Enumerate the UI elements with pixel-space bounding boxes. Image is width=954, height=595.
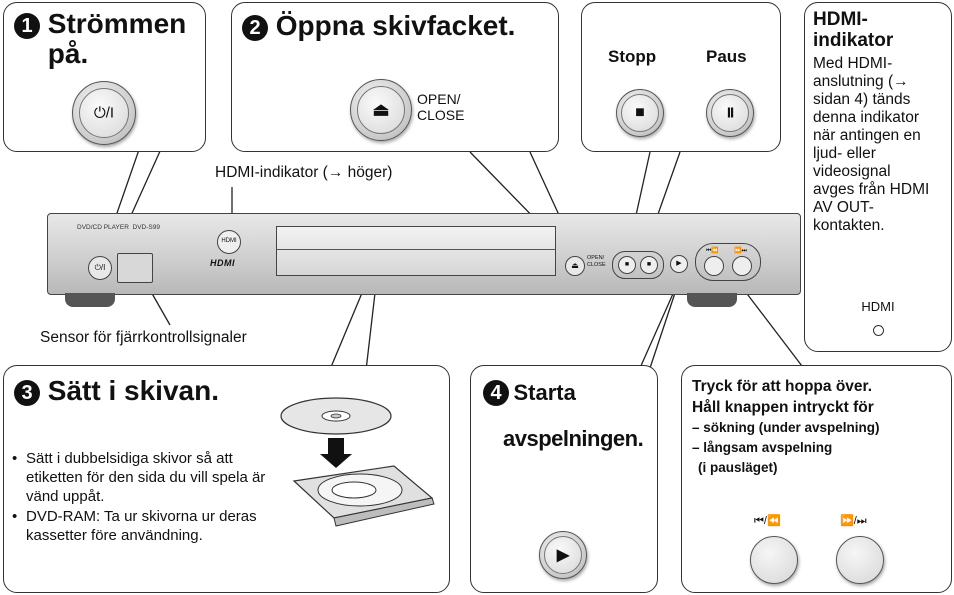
remote-sensor xyxy=(117,253,153,283)
hdmi-logo: HDMI xyxy=(210,258,235,268)
pause-button[interactable]: II xyxy=(706,89,754,137)
skip-panel: Tryck för att hoppa över. Håll knappen i… xyxy=(681,365,952,593)
step3-panel: 3 Sätt i skivan. Sätt i dubbelsidiga ski… xyxy=(3,365,450,593)
step1-number: 1 xyxy=(14,12,40,39)
rew-button[interactable] xyxy=(750,536,798,584)
stop-pause-small-group: ■ ■ xyxy=(612,251,664,279)
play-small-button[interactable]: ▶ xyxy=(670,255,688,273)
step1-heading: 1 Strömmen på. xyxy=(14,9,198,69)
step4-panel: 4 Starta avspelningen. ▶ xyxy=(470,365,658,593)
hdmi-indicator-label: HDMI xyxy=(861,299,895,314)
step4-number: 4 xyxy=(483,380,509,406)
disc-tray-illustration xyxy=(280,397,435,527)
power-small-icon: ⏻/I xyxy=(94,263,106,272)
open-close-label: OPEN/ CLOSE xyxy=(417,91,465,123)
step2-heading: 2 Öppna skivfacket. xyxy=(242,11,515,41)
open-close-button[interactable]: ⏏ xyxy=(350,79,412,141)
skip-line-3: – sökning (under avspelning) xyxy=(692,420,880,435)
play-icon: ▶ xyxy=(556,547,570,564)
ff-button[interactable] xyxy=(836,536,884,584)
hdmi-small-label: HDMI xyxy=(221,238,237,244)
hdmi-small-indicator: HDMI xyxy=(217,230,241,254)
step3-bullet-1: Sätt i dubbelsidiga skivor så att etiket… xyxy=(12,449,270,506)
hdmi-info-title: HDMI-indikator xyxy=(813,9,894,51)
ff-small-button[interactable] xyxy=(732,256,752,276)
hdmi-info-body: Med HDMI-anslutning (→ sidan 4) tänds de… xyxy=(813,55,930,234)
skip-line-2: Håll knappen intryckt för xyxy=(692,399,874,416)
step3-bullet-2: DVD-RAM: Ta ur skivorna ur deras kassett… xyxy=(12,507,270,545)
step4-title-1: Starta xyxy=(513,380,576,405)
step1-panel: 1 Strömmen på. ⏻/I xyxy=(3,2,206,152)
rew-label: ⏮/⏪ xyxy=(754,515,781,527)
stop-pause-panel: Stopp Paus ■ II xyxy=(581,2,781,152)
open-close-small-button[interactable]: ⏏ xyxy=(565,256,585,276)
stop-label: Stopp xyxy=(608,47,657,66)
skip-line-1: Tryck för att hoppa över. xyxy=(692,378,873,395)
skip-line-5: (i pausläget) xyxy=(698,460,778,475)
step3-title: Sätt i skivan. xyxy=(47,375,219,406)
play-button[interactable]: ▶ xyxy=(539,531,587,579)
pause-label: Paus xyxy=(706,47,747,66)
power-icon: ⏻/I xyxy=(93,104,115,122)
step2-title: Öppna skivfacket. xyxy=(275,10,516,41)
hdmi-indicator-led-icon xyxy=(873,325,884,336)
stop-small-button[interactable]: ■ xyxy=(618,256,636,274)
power-button[interactable]: ⏻/I xyxy=(72,81,136,145)
step2-number: 2 xyxy=(242,14,268,41)
step3-heading: 3 Sätt i skivan. xyxy=(14,376,219,406)
hdmi-info-panel: HDMI-indikator Med HDMI-anslutning (→ si… xyxy=(804,2,952,352)
step2-panel: 2 Öppna skivfacket. ⏏ OPEN/ CLOSE xyxy=(231,2,559,152)
power-small-button[interactable]: ⏻/I xyxy=(88,256,112,280)
step3-number: 3 xyxy=(14,379,40,406)
skip-small-group: ⏮⏪ ⏩⏭ xyxy=(695,243,761,281)
skip-text: Tryck för att hoppa över. Håll knappen i… xyxy=(692,376,947,478)
hdmi-callout: HDMI-indikator (→ höger) xyxy=(215,164,393,181)
step4-title-2: avspelningen. xyxy=(503,426,644,451)
stop-button[interactable]: ■ xyxy=(616,89,664,137)
model-text: DVD/CD PLAYER DVD-S99 xyxy=(77,224,160,231)
disc-tray xyxy=(276,226,556,276)
rew-small-button[interactable] xyxy=(704,256,724,276)
step3-instructions: Sätt i dubbelsidiga skivor så att etiket… xyxy=(12,449,270,546)
sensor-callout: Sensor för fjärrkontrollsignaler xyxy=(40,329,247,346)
open-close-small-label: OPEN/ CLOSE xyxy=(587,255,606,268)
step4-heading: 4 Starta xyxy=(483,380,576,406)
ff-label: ⏩/⏭ xyxy=(840,515,867,527)
pause-small-button[interactable]: ■ xyxy=(640,256,658,274)
dvd-player: DVD/CD PLAYER DVD-S99 ⏻/I HDMI HDMI ⏏ OP… xyxy=(47,213,801,307)
skip-line-4: – långsam avspelning xyxy=(692,440,833,455)
pause-icon: II xyxy=(726,104,734,122)
step1-title: Strömmen på. xyxy=(47,8,187,69)
stop-icon: ■ xyxy=(635,104,645,121)
eject-icon: ⏏ xyxy=(372,99,390,120)
